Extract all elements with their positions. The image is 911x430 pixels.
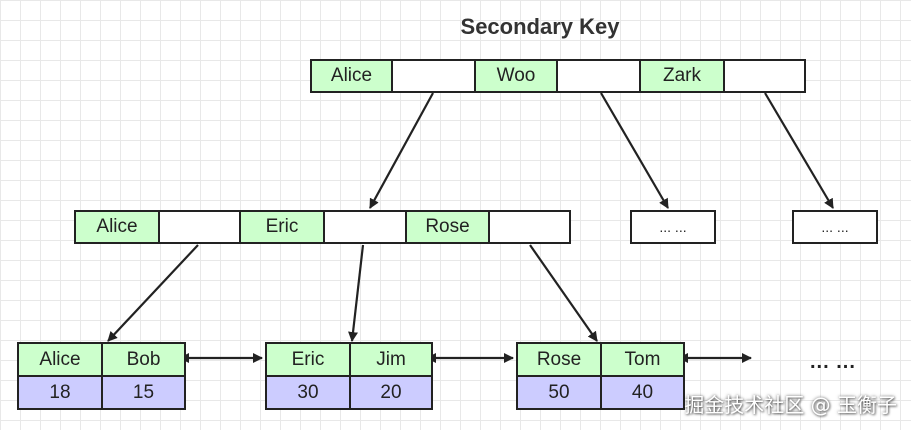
leaf1-value-1: 18 — [17, 375, 103, 410]
placeholder-node-right: ... ... — [792, 210, 878, 244]
root-to-right-arrow — [764, 92, 834, 209]
leaf1-key-2: Bob — [101, 342, 186, 377]
watermark: 掘金技术社区 @ 玉衡子 — [684, 393, 897, 417]
leaf1-key-1: Alice — [17, 342, 103, 377]
level2-key-1: Alice — [74, 210, 160, 244]
leaf3-key-1: Rose — [516, 342, 602, 377]
level2-key-2: Eric — [239, 210, 325, 244]
level2-pointer-3 — [488, 210, 571, 244]
leaf1-value-2: 15 — [101, 375, 186, 410]
root-to-level2-arrow — [369, 92, 434, 209]
leaf2-value-2: 20 — [349, 375, 433, 410]
level2-to-leaf3-arrow — [529, 244, 598, 342]
level2-pointer-1 — [158, 210, 241, 244]
trailing-ellipsis: ... ... — [810, 351, 856, 373]
level2-to-leaf1-arrow — [107, 244, 199, 342]
leaf3-value-1: 50 — [516, 375, 602, 410]
root-key-1: Alice — [310, 59, 393, 93]
leaf2-value-1: 30 — [265, 375, 351, 410]
leaf2-key-1: Eric — [265, 342, 351, 377]
leaf2-key-2: Jim — [349, 342, 433, 377]
placeholder-node-left: ... ... — [630, 210, 716, 244]
leaf3-key-2: Tom — [600, 342, 685, 377]
level2-to-leaf2-arrow — [348, 244, 365, 342]
root-to-middle-arrow — [600, 92, 669, 209]
root-pointer-3 — [723, 59, 806, 93]
root-key-2: Woo — [474, 59, 558, 93]
diagram-title: Secondary Key — [460, 14, 620, 39]
leaf3-value-2: 40 — [600, 375, 685, 410]
level2-key-3: Rose — [405, 210, 490, 244]
root-pointer-1 — [391, 59, 476, 93]
level2-pointer-2 — [323, 210, 407, 244]
root-key-3: Zark — [639, 59, 725, 93]
root-pointer-2 — [556, 59, 641, 93]
